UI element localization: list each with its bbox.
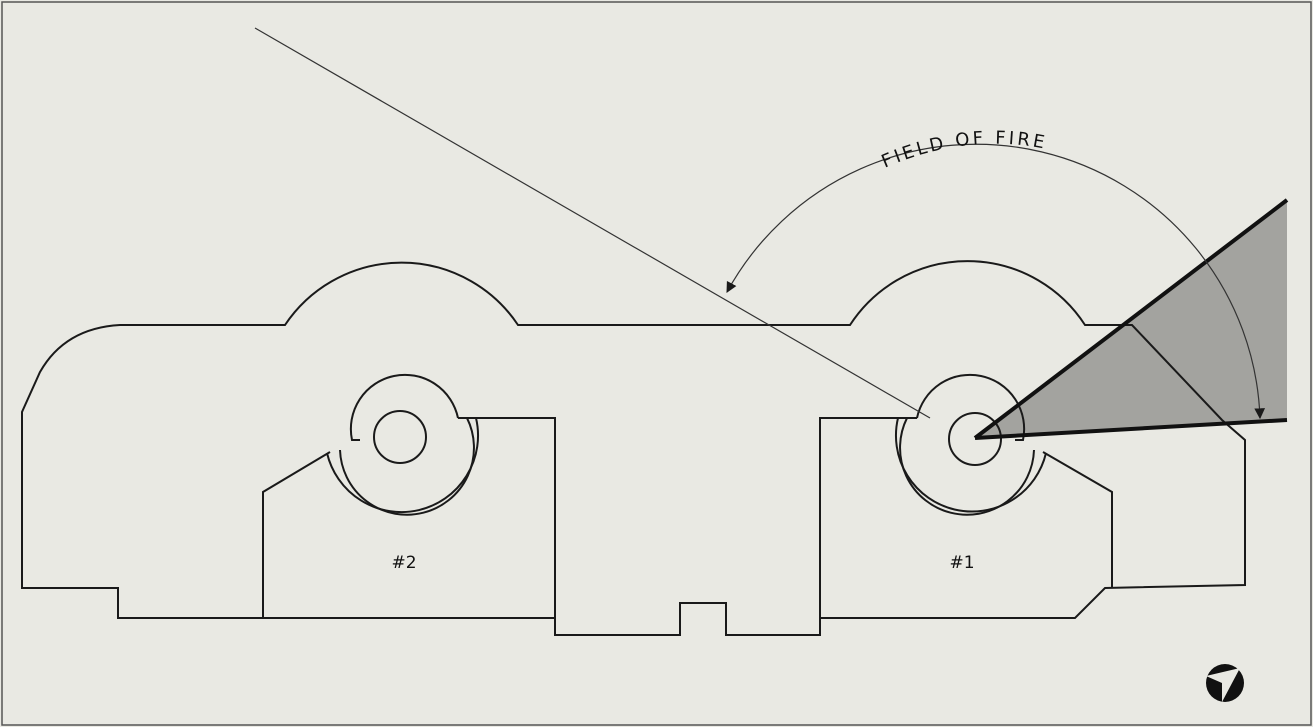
gun2-mount [373, 410, 427, 464]
gun2-traverse-arc-inner [339, 417, 475, 516]
field-of-fire-right-limit [974, 418, 1288, 440]
gun1-pit-wall [819, 417, 917, 618]
gun1-label: #1 [949, 553, 974, 573]
emplacement-outline [21, 260, 1246, 636]
gun2-traverse-arc-outer [326, 417, 479, 514]
sight-line [254, 27, 931, 419]
north-arrow-icon [1206, 664, 1244, 702]
gun1-mount [948, 412, 1002, 466]
gun1-traverse-arc-outer [895, 417, 1047, 513]
gun1-traverse-arc-inner [899, 417, 1035, 516]
gun2-pit-wall [458, 417, 556, 618]
field-of-fire-label: FIELD OF FIRE [879, 128, 1050, 173]
gun1-pit-outline [1042, 451, 1113, 588]
field-of-fire-arrow-arc [726, 143, 1266, 420]
gun2-pit-outline [262, 451, 331, 618]
gun2-label: #2 [391, 553, 416, 573]
gun2-mount-outer [349, 373, 459, 441]
